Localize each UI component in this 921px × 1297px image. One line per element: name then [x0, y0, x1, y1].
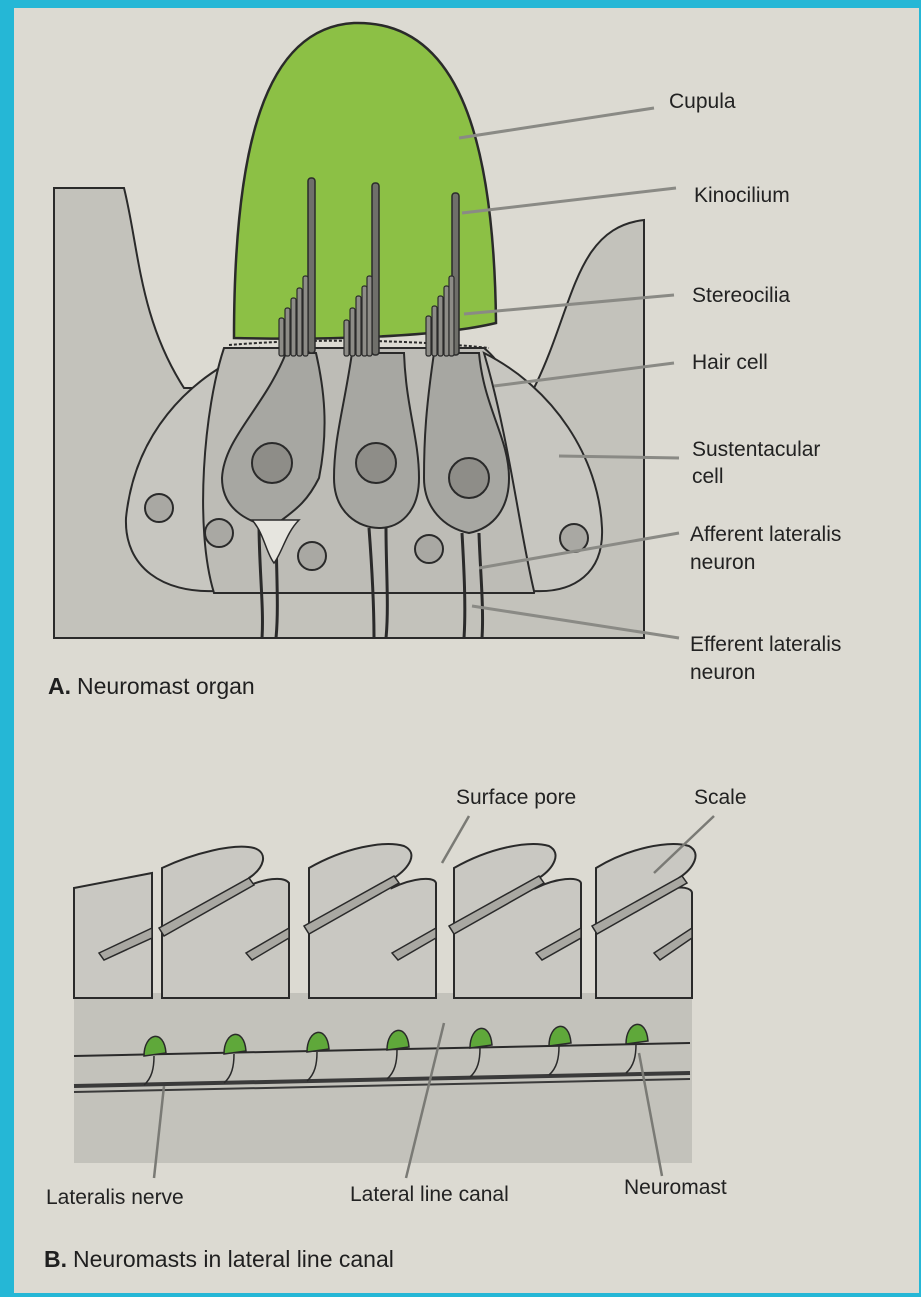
label-hair-cell: Hair cell: [692, 351, 768, 375]
caption-a-text: Neuromast organ: [77, 673, 255, 699]
caption-panel-b: B.Neuromasts in lateral line canal: [44, 1246, 394, 1273]
caption-b-letter: B.: [44, 1246, 67, 1272]
caption-b-text: Neuromasts in lateral line canal: [73, 1246, 394, 1272]
label-afferent-line1: Afferent lateralis: [690, 523, 841, 547]
label-surface-pore: Surface pore: [456, 786, 576, 810]
label-sustentacular-line1: Sustentacular: [692, 438, 820, 462]
caption-a-letter: A.: [48, 673, 71, 699]
label-efferent-line1: Efferent lateralis: [690, 633, 841, 657]
label-stereocilia: Stereocilia: [692, 284, 790, 308]
label-kinocilium: Kinocilium: [694, 184, 790, 208]
label-scale: Scale: [694, 786, 747, 810]
label-lateralis-nerve: Lateralis nerve: [46, 1186, 184, 1210]
panel-b-illustration: [74, 816, 714, 1178]
label-efferent-line2: neuron: [690, 661, 755, 685]
panel-a-illustration: [54, 23, 679, 638]
label-sustentacular-line2: cell: [692, 465, 724, 489]
caption-panel-a: A.Neuromast organ: [48, 673, 255, 700]
label-neuromast: Neuromast: [624, 1176, 727, 1200]
label-cupula: Cupula: [669, 90, 736, 114]
label-lateral-line-canal: Lateral line canal: [350, 1183, 509, 1207]
figure-page: Cupula Kinocilium Stereocilia Hair cell …: [14, 8, 919, 1293]
label-afferent-line2: neuron: [690, 551, 755, 575]
